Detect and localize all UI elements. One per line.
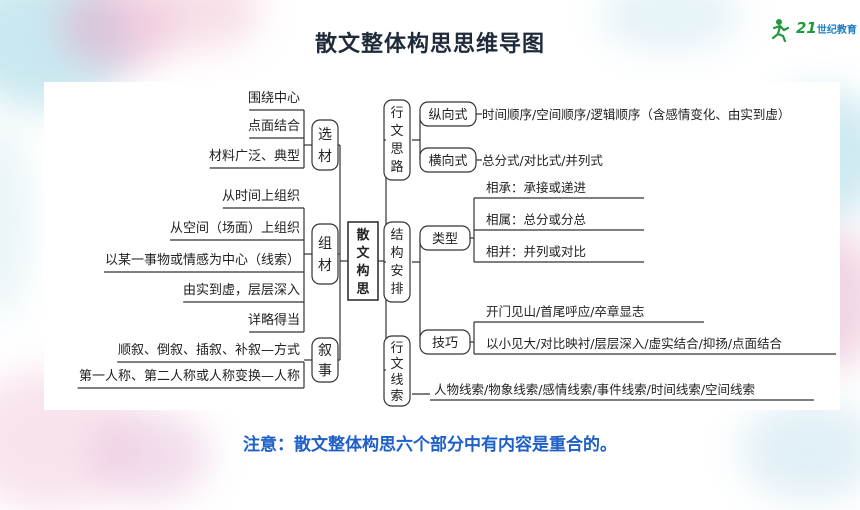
right-branch-label: 路: [390, 159, 403, 175]
sub-node-label: 横向式: [428, 153, 467, 169]
right-branch-label: 行: [390, 341, 403, 356]
skill-item-text: 以小见大/对比映衬/层层深入/虚实结合/抑扬/点面结合: [486, 336, 783, 351]
connector-line: [470, 322, 475, 354]
left-leaf-text: 从时间上组织: [222, 189, 300, 204]
center-node-label: 文: [356, 245, 370, 261]
center-node-box: [347, 221, 379, 301]
right-branch-label: 安: [390, 264, 403, 279]
right-branch-label: 线: [390, 373, 403, 388]
mindmap-diagram: 散文构思选材围绕中心点面结合材料广泛、典型组材从时间上组织从空间（场面）上组织以…: [77, 91, 836, 407]
type-item-text: 相属：总分或分总: [486, 212, 586, 227]
page-title: 散文整体构思思维导图: [314, 32, 545, 57]
clue-leaf-text: 人物线索/物象线索/感情线索/事件线索/时间线索/空间线索: [434, 382, 755, 397]
logo-text: 21世纪教育: [796, 19, 857, 37]
left-leaf-text: 围绕中心: [248, 91, 300, 106]
type-item-text: 相承：承接或递进: [486, 180, 587, 195]
left-leaf-text: 顺叙、倒叙、插叙、补叙—方式: [118, 342, 300, 358]
left-leaf-text: 以某一事物或情感为中心（线索）: [105, 252, 300, 268]
sub-node-label: 技巧: [432, 336, 458, 351]
right-branch-label: 结: [390, 228, 403, 243]
decorative-splash: [90, 410, 210, 500]
connector-line: [412, 238, 421, 342]
center-node-label: 散: [356, 227, 370, 243]
left-branch-label: 材: [318, 258, 332, 274]
right-branch-node-xianshuo: [383, 335, 411, 407]
sub-leaf-text: 时间顺序/空间顺序/逻辑顺序（含感情变化、由实到虚）: [482, 107, 790, 122]
sub-leaf-text: 总分式/对比式/并列式: [482, 153, 603, 168]
left-leaf-text: 从空间（场面）上组织: [170, 221, 300, 236]
right-branch-label: 文: [390, 124, 403, 139]
left-leaf-text: 材料广泛、典型: [209, 149, 300, 164]
left-branch-label: 材: [318, 149, 332, 165]
skill-item-text: 开门见山/首尾呼应/卒章显志: [486, 304, 644, 319]
connector-line: [412, 114, 421, 160]
type-item-text: 相并：并列或对比: [486, 244, 586, 259]
left-leaf-text: 详略得当: [248, 312, 300, 328]
runner-logo-icon: [771, 19, 790, 42]
left-branch-node-1: [311, 223, 339, 285]
decorative-splash: [0, 120, 30, 320]
sub-node-label: 纵向式: [428, 107, 467, 123]
right-branch-label: 思: [390, 142, 403, 157]
left-branch-label: 叙: [318, 342, 332, 359]
center-node-label: 思: [356, 282, 369, 297]
left-branch-label: 选: [318, 127, 332, 143]
center-node-label: 构: [356, 263, 369, 279]
connector-line: [470, 198, 475, 262]
right-branch-label: 文: [390, 357, 403, 372]
logo-subtext: 世纪教育: [816, 25, 857, 36]
left-branch-label: 事: [318, 363, 332, 379]
note-text: 注意：散文整体构思六个部分中有内容是重合的。: [243, 435, 617, 455]
left-branch-label: 组: [318, 236, 332, 252]
logo-mark: 21: [796, 19, 817, 37]
sub-node-label: 类型: [432, 232, 458, 247]
decorative-splash: [740, 400, 860, 500]
right-branch-label: 排: [390, 282, 403, 297]
mindmap-panel: 散文构思选材围绕中心点面结合材料广泛、典型组材从时间上组织从空间（场面）上组织以…: [44, 82, 840, 410]
left-leaf-text: 第一人称、第二人称或人称变换—人称: [79, 368, 300, 384]
right-branch-label: 索: [390, 389, 403, 404]
right-branch-label: 构: [390, 246, 403, 261]
left-leaf-text: 由实到虚，层层深入: [183, 283, 300, 298]
right-branch-label: 行: [390, 106, 403, 121]
left-leaf-text: 点面结合: [248, 119, 300, 134]
